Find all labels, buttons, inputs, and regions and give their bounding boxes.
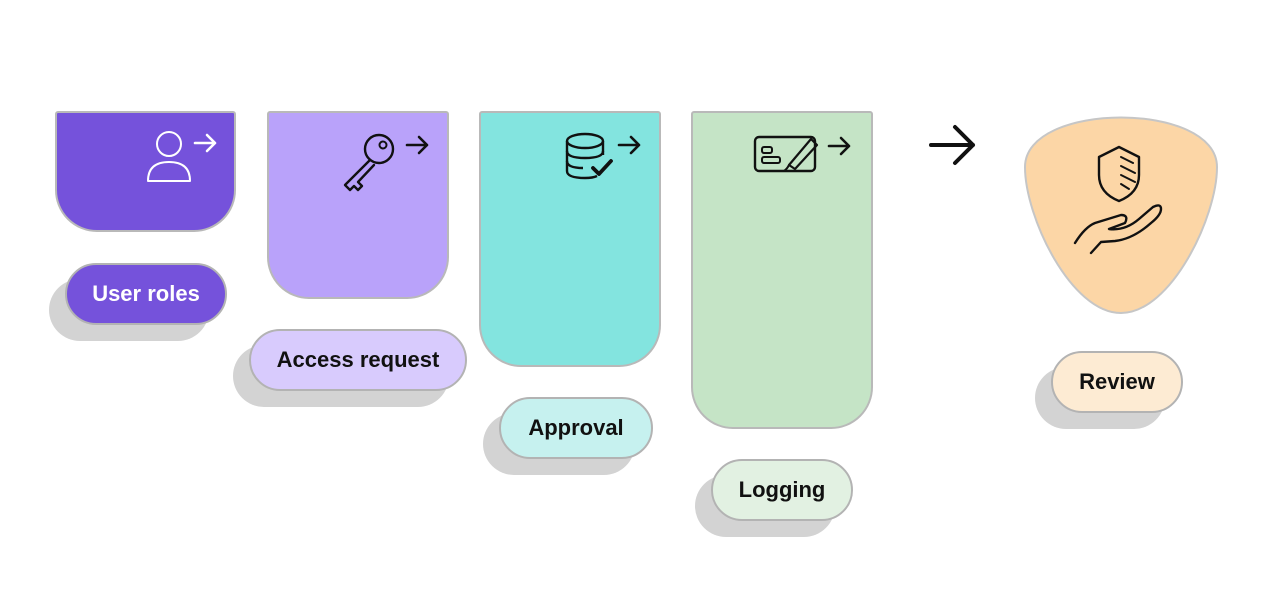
database-check-icon [565,132,641,180]
review-badge [1023,116,1219,315]
card-access-request [267,111,449,299]
pill-logging: Logging [711,459,853,521]
pill-user-roles: User roles [65,263,227,325]
pill-access-request: Access request [249,329,467,391]
card-approval [479,111,661,367]
pill-review: Review [1051,351,1183,413]
card-user-roles [55,111,236,232]
shield-hand-icon [1073,145,1163,255]
user-icon [147,131,217,182]
card-logging [691,111,873,429]
arrow-right-icon [929,125,975,165]
key-icon [343,133,429,192]
cheque-signature-icon [753,135,851,173]
pill-approval: Approval [499,397,653,459]
